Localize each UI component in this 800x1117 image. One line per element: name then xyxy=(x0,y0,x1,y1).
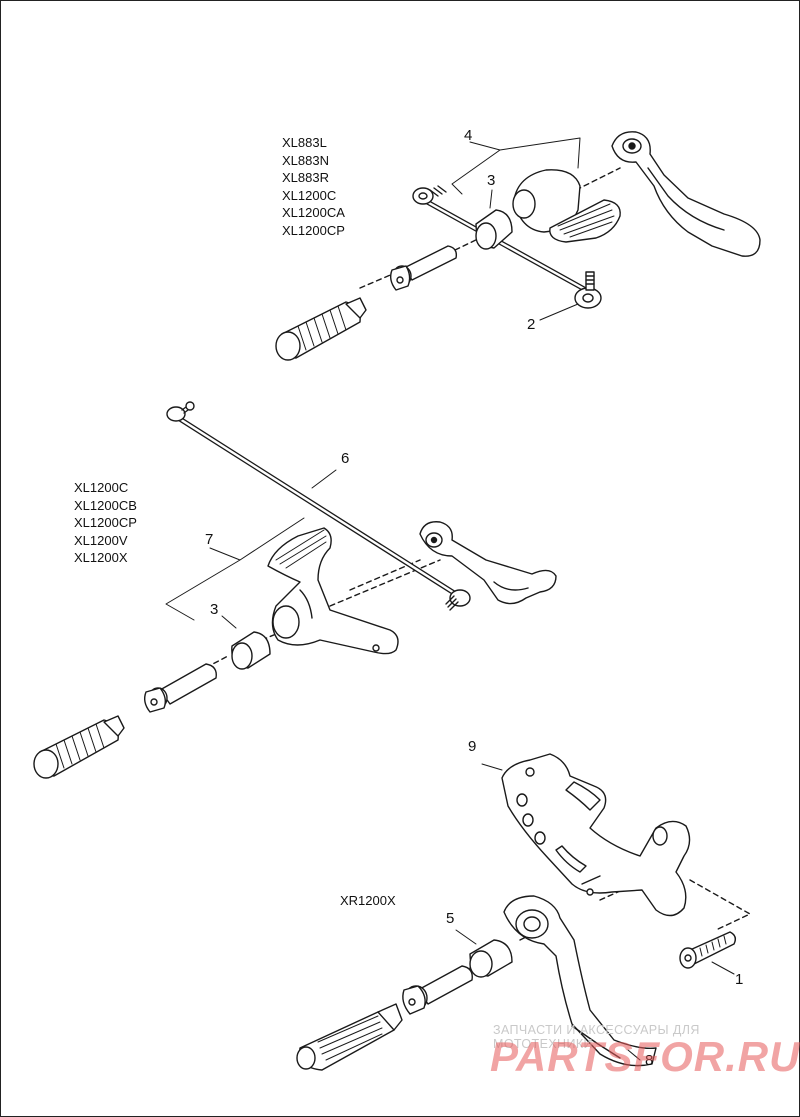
callout-6: 6 xyxy=(341,450,350,467)
middle-group-bracket xyxy=(165,517,305,621)
top-shift-rod xyxy=(412,185,602,309)
leader-6 xyxy=(311,469,337,489)
top-group-bracket xyxy=(451,137,581,195)
top-shift-peg xyxy=(512,169,621,243)
middle-assembly xyxy=(33,401,557,779)
top-shift-lever xyxy=(611,131,761,257)
leader-1 xyxy=(711,961,735,975)
leader-2 xyxy=(539,303,579,321)
leader-3-middle xyxy=(221,615,237,629)
callout-9: 9 xyxy=(468,738,477,755)
callout-3-middle: 3 xyxy=(210,601,219,618)
model-label: XL1200CB xyxy=(74,497,137,513)
top-bushing xyxy=(475,209,513,250)
callout-7: 7 xyxy=(205,531,214,548)
leader-9 xyxy=(481,763,503,771)
callout-8: 8 xyxy=(645,1052,654,1069)
top-model-list: XL883L XL883N XL883R XL1200C XL1200CA XL… xyxy=(282,134,345,239)
leader-8 xyxy=(627,1049,641,1061)
callout-3-top: 3 xyxy=(487,172,496,189)
leader-3-top xyxy=(489,189,493,209)
middle-model-list: XL1200C XL1200CB XL1200CP XL1200V XL1200… xyxy=(74,479,137,567)
watermark-text: ЗАПЧАСТИ И АКСЕССУАРЫ ДЛЯ МОТОТЕХНИКИ xyxy=(493,1023,700,1051)
bottom-assembly xyxy=(296,753,751,1071)
model-label: XL1200CP xyxy=(282,222,345,238)
model-label: XL1200V xyxy=(74,532,128,548)
watermark-logo: PARTSFOR.RU xyxy=(490,1033,800,1080)
model-label: XL1200C xyxy=(74,480,129,495)
bottom-foot-peg xyxy=(296,1003,403,1071)
middle-rubber-peg xyxy=(33,715,125,779)
callout-2: 2 xyxy=(527,316,536,333)
bottom-bushing xyxy=(469,939,513,978)
bottom-mount-bracket xyxy=(501,753,691,917)
callout-5: 5 xyxy=(446,910,455,927)
middle-pedal-arm xyxy=(267,527,399,655)
model-label: XL883N xyxy=(282,152,329,168)
bottom-pivot-bolt xyxy=(402,965,473,1015)
model-label: XL1200X xyxy=(74,550,128,565)
middle-shift-rod xyxy=(166,401,471,611)
model-label: XL1200CP xyxy=(74,515,137,530)
top-rubber-peg xyxy=(275,297,367,361)
callout-4: 4 xyxy=(464,127,473,144)
leader-5 xyxy=(455,929,477,945)
callout-1: 1 xyxy=(735,971,744,988)
top-assembly xyxy=(275,131,761,361)
model-label: XL1200C xyxy=(282,187,337,203)
top-pivot-bolt xyxy=(389,245,458,291)
bottom-shift-lever xyxy=(503,895,657,1067)
bottom-model-label: XR1200X xyxy=(340,893,396,908)
middle-shift-lever xyxy=(419,521,557,605)
middle-bushing xyxy=(231,631,271,670)
model-label: XL1200CA xyxy=(282,205,345,220)
model-label: XL883L xyxy=(282,135,327,150)
middle-pivot-bolt xyxy=(143,663,217,713)
bottom-bolt xyxy=(679,931,737,969)
model-label: XL883R xyxy=(282,170,329,185)
